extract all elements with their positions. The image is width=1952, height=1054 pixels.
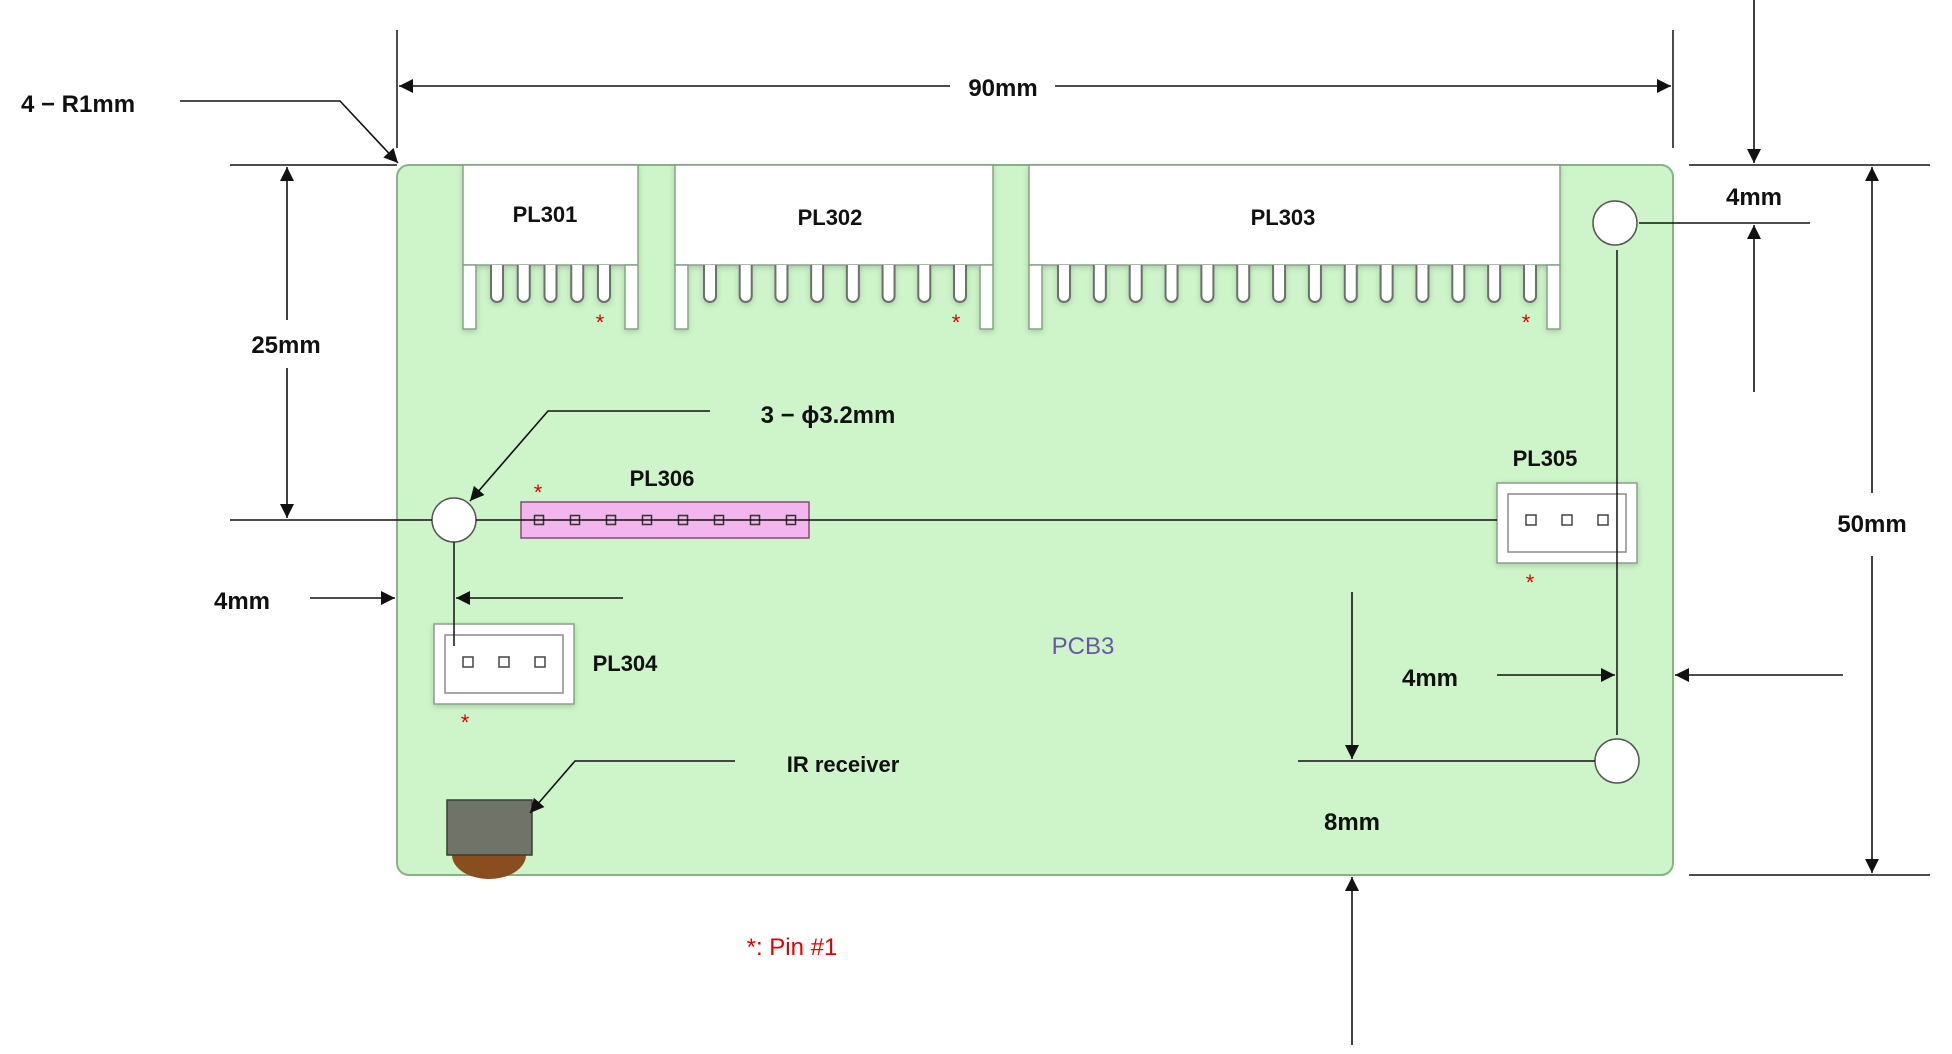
bottom-hole-offset-label: 8mm — [1324, 809, 1380, 836]
pl303-pin — [1200, 265, 1215, 303]
pl303-pin — [1379, 265, 1394, 303]
pl303-pin — [1272, 265, 1287, 303]
pl302-pin — [810, 265, 825, 303]
height-dimension-label: 50mm — [1837, 511, 1906, 538]
pl303-pin — [1057, 265, 1071, 303]
pl303-connector — [1028, 164, 1561, 330]
mounting-hole-left — [431, 497, 477, 543]
pl304-label: PL304 — [593, 651, 659, 676]
pl301-label: PL301 — [513, 202, 578, 227]
right-hole-side-offset-label: 4mm — [1402, 665, 1458, 692]
pl303-pin — [1128, 265, 1143, 303]
mounting-hole-bottom-right — [1594, 738, 1640, 784]
pl301-pin1-marker: * — [596, 310, 605, 335]
pl303-pin — [1451, 265, 1466, 303]
corner-radius-label: 4 − R1mm — [21, 91, 135, 118]
pl306-pin1-marker: * — [534, 480, 543, 505]
pl302-pin — [774, 265, 789, 303]
pcb-name-label: PCB3 — [1052, 633, 1115, 660]
left-hole-offset-label: 4mm — [214, 588, 270, 615]
pl303-pin — [1236, 265, 1251, 303]
pl302-pin1-marker: * — [952, 310, 961, 335]
ir-receiver-component — [446, 799, 533, 879]
pl305-connector — [1496, 482, 1638, 564]
pl302-pin — [953, 265, 967, 303]
right-hole-top-offset-label: 4mm — [1726, 184, 1782, 211]
pl302-pin — [881, 265, 896, 303]
pl302-pin — [917, 265, 932, 303]
extension-lines — [230, 30, 1930, 876]
pl302-label: PL302 — [798, 205, 863, 230]
pl302-pin — [738, 265, 753, 303]
pl302-pin — [703, 265, 717, 303]
pl303-pin1-marker: * — [1522, 310, 1531, 335]
pl303-label: PL303 — [1251, 205, 1316, 230]
pl303-pin — [1415, 265, 1430, 303]
dimension-arrows — [180, 0, 1879, 1045]
pl303-pin — [1164, 265, 1179, 303]
pl301-pin — [570, 265, 585, 303]
pl301-pin — [490, 265, 504, 303]
hole-offset-top-label: 25mm — [251, 332, 320, 359]
pl305-pin1-marker: * — [1526, 570, 1535, 595]
pl304-pin1-marker: * — [461, 710, 470, 735]
pl303-pin — [1487, 265, 1502, 303]
pl304-pin — [534, 656, 546, 668]
pl305-label: PL305 — [1513, 446, 1578, 471]
pl305-pin — [1525, 514, 1537, 526]
pl303-pin — [1523, 265, 1537, 303]
pl302-pin — [845, 265, 860, 303]
pl301-connector — [462, 164, 639, 330]
width-dimension-label: 90mm — [968, 75, 1037, 102]
pl306-label: PL306 — [630, 466, 695, 491]
ir-receiver-label: IR receiver — [787, 752, 900, 777]
pl304-pin — [498, 656, 510, 668]
pl301-pin — [543, 265, 558, 303]
pl303-pin — [1092, 265, 1107, 303]
pin1-legend: *: Pin #1 — [747, 934, 838, 961]
pl305-pin — [1597, 514, 1609, 526]
pl302-connector — [674, 164, 994, 330]
pl304-connector — [433, 623, 575, 705]
pl303-pin — [1307, 265, 1322, 303]
pl303-pin — [1343, 265, 1358, 303]
pl304-pin — [462, 656, 474, 668]
mounting-hole-top-right — [1592, 200, 1638, 246]
hole-spec-label: 3 − ϕ3.2mm — [761, 402, 896, 429]
pl305-pin — [1561, 514, 1573, 526]
pl301-pin — [597, 265, 611, 303]
pl301-pin — [516, 265, 531, 303]
